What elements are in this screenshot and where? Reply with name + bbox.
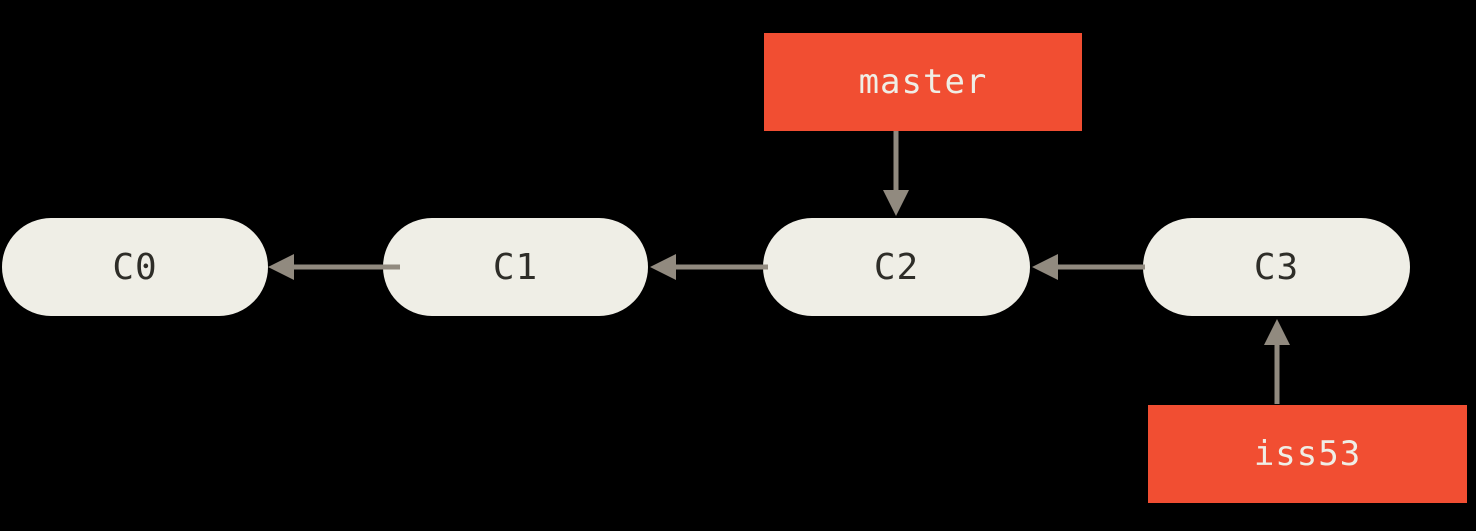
arrow-c1-to-c0 <box>268 254 400 280</box>
arrow-iss53-to-c3 <box>1264 319 1290 404</box>
commit-node-c2: C2 <box>763 218 1030 316</box>
commit-node-c0: C0 <box>2 218 268 316</box>
arrow-c3-to-c2 <box>1032 254 1145 280</box>
branch-label-iss53: iss53 <box>1148 405 1467 503</box>
commit-node-c3: C3 <box>1143 218 1410 316</box>
arrow-master-to-c2 <box>883 131 909 216</box>
arrow-c2-to-c1 <box>650 254 768 280</box>
commit-node-c1: C1 <box>383 218 648 316</box>
branch-label-master: master <box>764 33 1082 131</box>
